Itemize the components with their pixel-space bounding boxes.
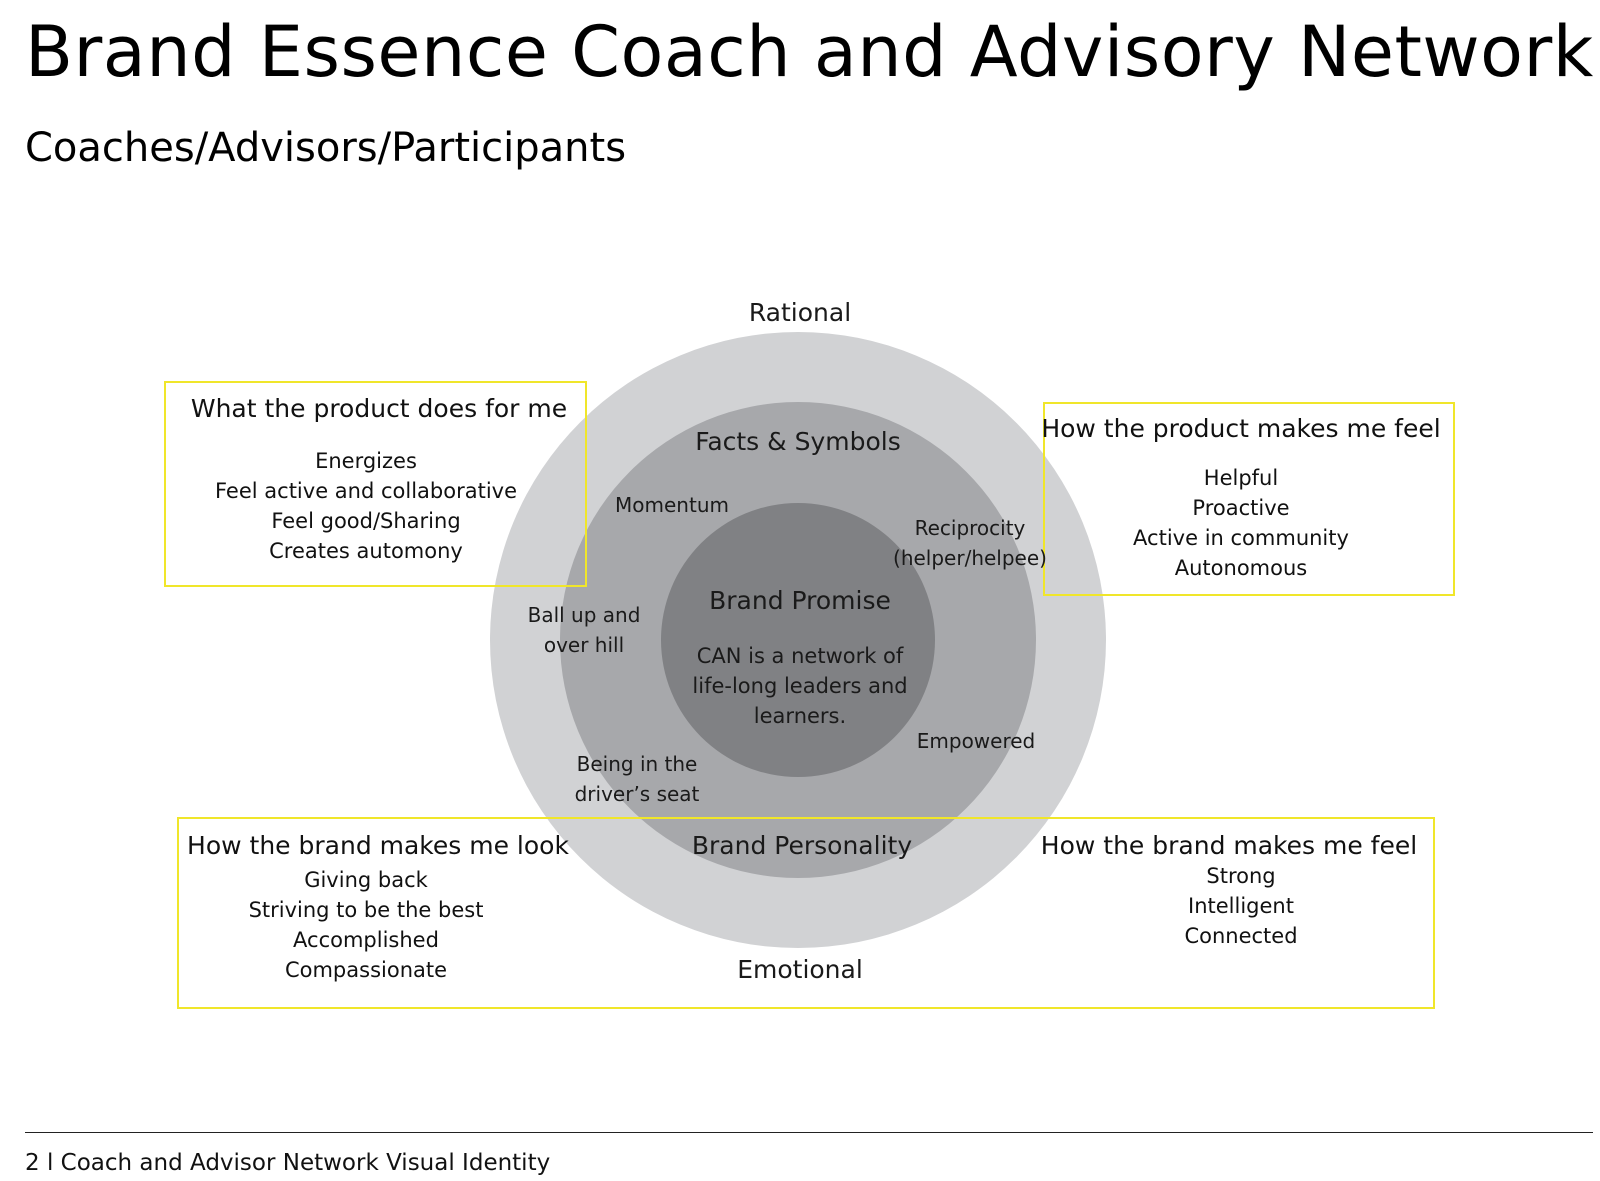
page-title: Brand Essence Coach and Advisory Network bbox=[25, 11, 1594, 93]
box-product-does bbox=[164, 381, 587, 587]
brand-promise-line: life-long leaders and bbox=[692, 674, 908, 698]
brand-personality-label: Brand Personality bbox=[691, 831, 913, 860]
drivers-seat-label: Being in the driver’s seat bbox=[575, 749, 700, 809]
product-feel-heading: How the product makes me feel bbox=[1041, 414, 1441, 443]
list-item: Strong bbox=[1206, 864, 1276, 888]
drivers-seat-line: driver’s seat bbox=[574, 782, 700, 806]
list-item: Feel active and collaborative bbox=[215, 479, 517, 503]
ball-up-label: Ball up and over hill bbox=[528, 600, 641, 660]
list-item: Energizes bbox=[315, 449, 417, 473]
footer-divider bbox=[25, 1132, 1593, 1133]
brand-feel-list: Strong Intelligent Connected bbox=[1184, 861, 1297, 951]
list-item: Compassionate bbox=[284, 958, 448, 982]
box-brand-feelings-look bbox=[177, 817, 1435, 1009]
brand-promise-line: CAN is a network of bbox=[696, 644, 904, 668]
drivers-seat-line: Being in the bbox=[576, 752, 698, 776]
product-does-list: Energizes Feel active and collaborative … bbox=[215, 446, 517, 566]
empowered-label: Empowered bbox=[916, 729, 1036, 753]
reciprocity-label: Reciprocity (helper/helpee) bbox=[893, 513, 1047, 573]
list-item: Proactive bbox=[1192, 496, 1290, 520]
list-item: Feel good/Sharing bbox=[271, 509, 461, 533]
brand-look-list: Giving back Striving to be the best Acco… bbox=[249, 865, 484, 985]
inner-circle bbox=[661, 503, 935, 777]
product-feel-list: Helpful Proactive Active in community Au… bbox=[1133, 463, 1349, 583]
ball-up-line: over hill bbox=[543, 633, 625, 657]
list-item: Accomplished bbox=[293, 928, 439, 952]
box-product-feel bbox=[1043, 402, 1455, 596]
facts-symbols-label: Facts & Symbols bbox=[695, 427, 901, 456]
emotional-label: Emotional bbox=[737, 955, 863, 984]
list-item: Connected bbox=[1184, 924, 1298, 948]
list-item: Creates automony bbox=[269, 539, 463, 563]
brand-promise-text: CAN is a network of life-long leaders an… bbox=[692, 641, 907, 731]
list-item: Giving back bbox=[304, 868, 428, 892]
list-item: Autonomous bbox=[1174, 556, 1308, 580]
ball-up-line: Ball up and bbox=[527, 603, 641, 627]
list-item: Helpful bbox=[1203, 466, 1279, 490]
list-item: Striving to be the best bbox=[248, 898, 484, 922]
reciprocity-line: Reciprocity bbox=[914, 516, 1026, 540]
list-item: Intelligent bbox=[1188, 894, 1294, 918]
brand-look-heading: How the brand makes me look bbox=[187, 831, 569, 860]
brand-promise-title: Brand Promise bbox=[709, 586, 891, 615]
brand-feel-heading: How the brand makes me feel bbox=[1040, 831, 1418, 860]
momentum-label: Momentum bbox=[615, 493, 729, 517]
rational-label: Rational bbox=[748, 298, 852, 327]
brand-promise-line: learners. bbox=[753, 704, 847, 728]
reciprocity-line: (helper/helpee) bbox=[893, 546, 1047, 570]
footer-text: 2 l Coach and Advisor Network Visual Ide… bbox=[25, 1150, 551, 1176]
list-item: Active in community bbox=[1133, 526, 1349, 550]
page-subtitle: Coaches/Advisors/Participants bbox=[25, 125, 627, 171]
product-does-heading: What the product does for me bbox=[190, 394, 568, 423]
